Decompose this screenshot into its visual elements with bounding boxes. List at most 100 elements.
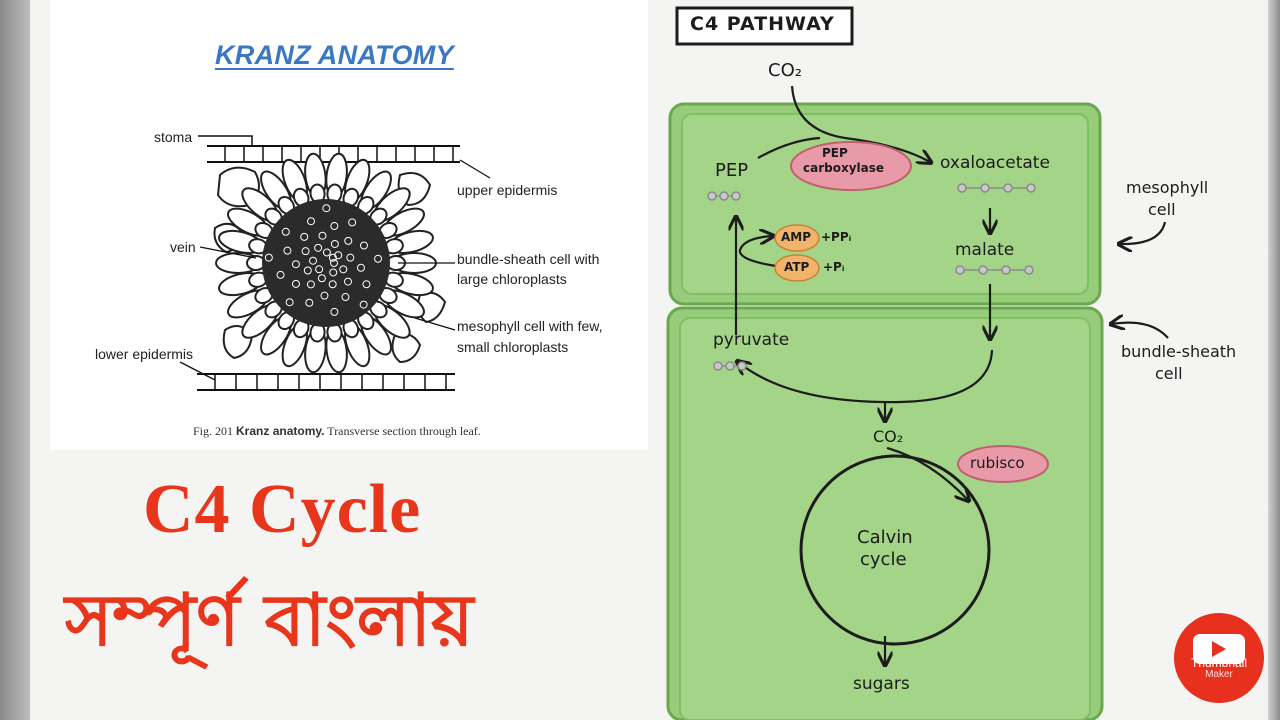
vein-cell [314,243,323,252]
malate-label: malate [955,240,1015,260]
vein-cell [283,246,292,255]
vein-cell [346,253,355,262]
vein-cell [341,293,350,302]
calvin-label-line1: Calvin [857,527,913,548]
vein-label: vein [170,239,196,255]
board-right-edge [1268,0,1280,720]
vein-cell [374,254,383,263]
atp-label: ATP [784,260,810,274]
mesophyll-label-line1: mesophyll cell with few, [457,318,603,334]
bundle-sheath-ring [215,152,437,374]
vein-cell [285,298,294,307]
play-triangle-icon [1212,641,1226,657]
vein-cell [329,268,338,277]
pep-carboxylase-line2: carboxylase [803,161,885,175]
vein-cell [320,291,329,300]
vein-cell [359,241,368,250]
pep-carbon [731,191,741,201]
vein-cell [362,280,371,289]
bundle-pointer-arrow [1112,323,1169,339]
pep-to-oxaloacetate-arrow [757,136,821,159]
caption-rest: Transverse section through leaf. [327,424,481,438]
amp-label: AMP [781,230,812,244]
vein-cell [291,260,300,269]
atp-amp-curve [738,236,777,268]
vein-cell [301,247,310,256]
oxaloacetate-carbon [957,183,967,193]
decarboxylation-arrow [738,349,994,404]
headline-subtitle: সম্পূর্ণ বাংলায় [65,578,474,662]
pathway-title-box [675,6,854,46]
vein-cell [303,266,312,275]
pep-carboxylase-blob [790,141,912,191]
pep-carboxylase-line1: PEP [822,146,848,160]
pyruvate-carbon [725,361,735,371]
badge-label: Thumbnail [1190,656,1248,670]
co2-to-calvin-arrow [886,446,968,500]
pi-label: +Pᵢ [823,260,845,274]
mesophyll-cell-label-line2: cell [1148,200,1176,219]
rubisco-label: rubisco [970,454,1025,472]
bundle-sheath-label-line2: large chloroplasts [457,271,567,287]
kranz-title: KRANZ ANATOMY [215,40,454,70]
pep-carbon [719,191,729,201]
caption-prefix: Fig. 201 [193,424,234,438]
vein-cell [322,204,331,213]
vein-core [262,199,390,327]
pep-label: PEP [715,160,749,181]
malate-carbon [955,265,965,275]
bundle-sheath-label-line1: bundle-sheath cell with [457,251,600,267]
pyruvate-carbon [737,361,747,371]
atp-blob [774,254,820,282]
vein-cell [330,222,339,231]
malate-carbon [1024,265,1034,275]
vein-cell [344,236,353,245]
amp-blob [774,224,820,252]
vein-cell [318,231,327,240]
oxaloacetate-label: oxaloacetate [940,153,1050,173]
mesophyll-pointer-arrow [1120,221,1167,244]
badge-sub: Maker [1205,669,1233,680]
badge-text: Thumbnail Maker [1174,657,1264,681]
kranz-diagram [179,135,491,391]
oxaloacetate-carbon [980,183,990,193]
upper-epidermis-label: upper epidermis [457,182,558,198]
mesophyll-label-line2: small chloroplasts [457,339,569,355]
vein-cell [307,217,316,226]
vein-cell [339,265,348,274]
vein-cell [330,259,338,267]
vein-cell [315,265,324,274]
vein-cell [334,251,343,260]
ppi-label: +PPᵢ [821,230,852,244]
board-left-edge [0,0,30,720]
vein-cell [330,307,339,316]
caption-bold: Kranz anatomy. [236,424,325,438]
vein-cell [330,239,339,248]
pyruvate-carbon [713,361,723,371]
vein-cell [281,227,290,236]
figure-caption: Fig. 201 Kranz anatomy. Transverse secti… [193,424,481,439]
lower-epidermis [197,373,455,391]
vein-cell [328,253,337,262]
pyruvate-label: pyruvate [713,330,790,350]
oxaloacetate-carbon [1026,183,1036,193]
headline-title: C4 Cycle [143,471,422,548]
vein-cell [322,248,331,257]
stoma-label: stoma [154,129,193,145]
vein-cell [359,300,368,309]
vein-cell [264,253,273,262]
vein-cell [309,256,318,265]
malate-carbon [978,265,988,275]
vein-cell [344,277,353,286]
pep-carbon [707,191,717,201]
lower-epidermis-label: lower epidermis [95,346,194,362]
pathway-title: C4 PATHWAY [690,13,835,35]
vein-cell [328,280,337,289]
malate-carbon [1001,265,1011,275]
bundle-sheath-cell-label-line2: cell [1155,364,1183,383]
calvin-cycle-circle [799,454,991,646]
vein-cell [348,218,357,227]
vein-cell [305,298,314,307]
bundle-sheath-cell-label-line1: bundle-sheath [1121,342,1237,361]
